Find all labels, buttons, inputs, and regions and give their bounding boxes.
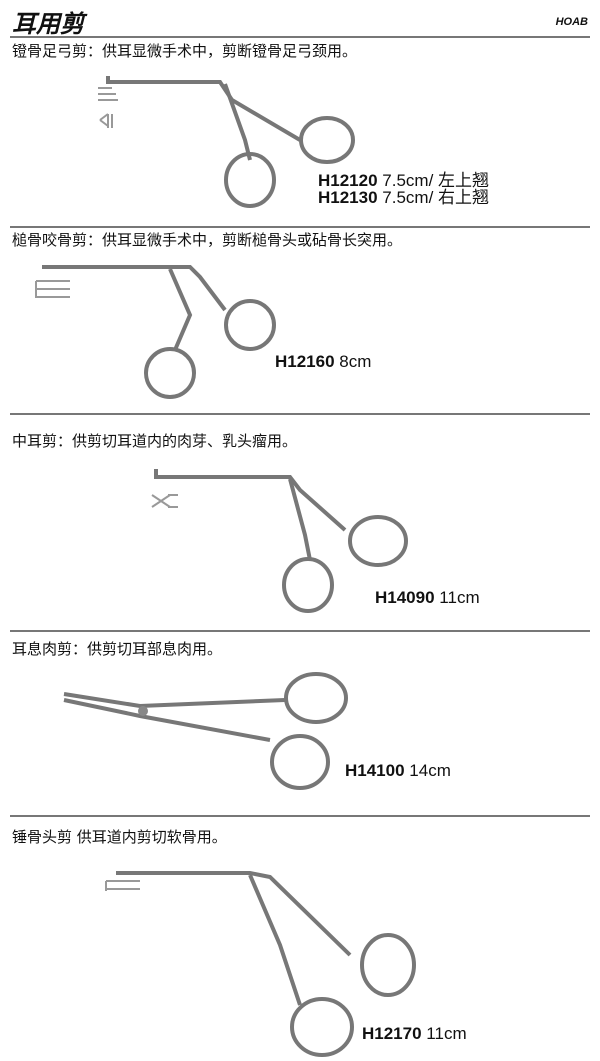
page-title: 耳用剪 (12, 10, 84, 38)
product-code-line: H12160 8cm (275, 352, 372, 371)
section-description: 中耳剪：供剪切耳道内的肉芽、乳头瘤用。 (12, 432, 298, 450)
section-description: 锤骨头剪 供耳道内剪切软骨用。 (12, 828, 227, 846)
product-code-line: H14100 14cm (345, 761, 451, 780)
divider (10, 815, 590, 817)
product-code-line: H12130 7.5cm/ 右上翘 (318, 188, 490, 207)
divider (10, 413, 590, 415)
divider (10, 226, 590, 228)
product-code-line: H12170 11cm (362, 1024, 467, 1043)
malleus-head-scissors-image (105, 871, 416, 1057)
middle-ear-scissors-image (151, 469, 408, 613)
section-description: 槌骨咬骨剪：供耳显微手术中，剪断槌骨头或砧骨长突用。 (12, 231, 403, 249)
brand-label: HOAB (555, 16, 588, 28)
polyp-scissors-image (63, 672, 348, 790)
product-code-line: H14090 11cm (375, 588, 480, 607)
stapes-scissors-image (98, 76, 355, 208)
section-description: 耳息肉剪：供剪切耳部息肉用。 (12, 640, 223, 658)
section-description: 镫骨足弓剪：供耳显微手术中，剪断镫骨足弓颈用。 (12, 42, 358, 60)
divider (10, 36, 590, 38)
divider (10, 630, 590, 632)
malleus-nipper-image (35, 265, 276, 399)
product-code-line: H12120 7.5cm/ 左上翘 (318, 171, 490, 190)
